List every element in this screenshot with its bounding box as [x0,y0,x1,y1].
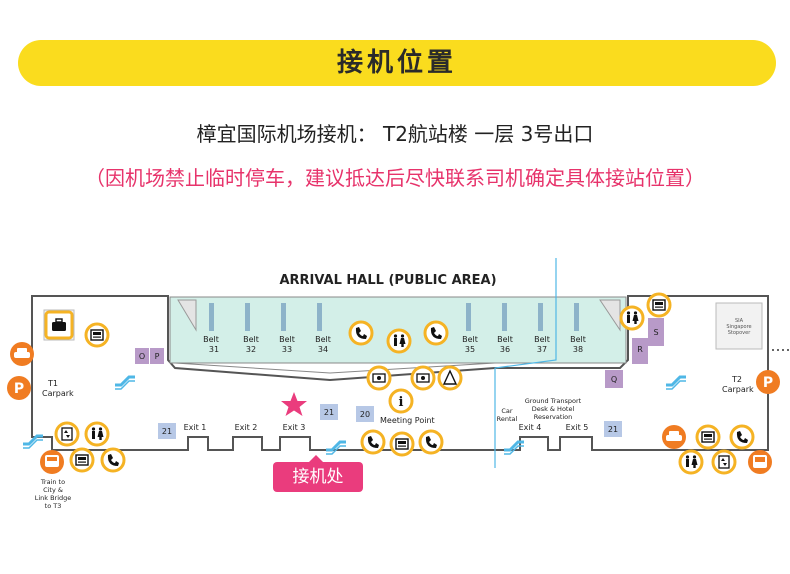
phone-icon [423,320,449,346]
svg-text:i: i [399,395,404,410]
exit-2-label: Exit 2 [235,423,258,432]
lift-icon [54,421,80,447]
toilet-icon [619,305,645,331]
belt-label: Belt [462,335,478,344]
t1-carpark-label: Carpark [42,389,74,398]
train-label: to T3 [45,502,62,510]
exit-1-label: Exit 1 [184,423,207,432]
train-icon [40,450,64,474]
information-icon: i [388,388,414,414]
counter-box [158,423,176,439]
atm-icon [646,292,672,318]
belt-number: 36 [500,345,510,354]
counter-box [604,421,622,437]
shop-q [605,370,623,388]
currency-exchange-icon [366,365,392,391]
train-label: Link Bridge [35,494,72,502]
belt-number: 33 [282,345,292,354]
hall-outline [31,295,769,451]
t2-carpark-label: T2 [731,375,742,384]
pickup-star-icon [281,392,307,416]
belt-number: 37 [537,345,547,354]
belt-number: 38 [573,345,583,354]
sia-label: Singapore [726,324,751,330]
warning-sign-icon [437,365,463,391]
ground-transport-label: Desk & Hotel [532,405,575,413]
sia-stopover-box [715,302,763,350]
belt-label: Belt [315,335,331,344]
belt-number: 31 [209,345,219,354]
counter-box [356,406,374,422]
train-label: City & [43,486,63,494]
toilet-icon [386,328,412,354]
luggage-icon [44,310,74,340]
atm-icon [84,322,110,348]
parking-icon: P [7,376,31,400]
sia-label: Stopover [728,330,751,336]
atm-icon [695,424,721,450]
belt-label: Belt [570,335,586,344]
shop-p-label: P [155,352,160,361]
shop-p [150,348,164,364]
terminal-divider-line [494,258,557,468]
meeting-point-label: Meeting Point [380,416,435,425]
currency-exchange-icon [410,365,436,391]
belt-bars [209,303,579,331]
belt-label: Belt [497,335,513,344]
ground-transport-label: Reservation [534,413,573,421]
shop-r-label: R [637,345,643,354]
belt-label: Belt [534,335,550,344]
shop-s [648,318,664,346]
phone-icon [360,429,386,455]
counter-number: 21 [324,408,334,417]
atm-icon [69,447,95,473]
exit-5-label: Exit 5 [566,423,589,432]
bus-icon [748,450,772,474]
parking-icon: P [756,370,780,394]
toilet-icon [678,449,704,475]
location-subtitle: 樟宜国际机场接机： T2航站楼 一层 3号出口 [196,122,594,146]
svg-text:P: P [14,381,24,397]
exit-4-label: Exit 4 [519,423,542,432]
shop-s-label: S [653,328,658,337]
taxi-icon [662,425,686,449]
arrival-hall-title: ARRIVAL HALL (PUBLIC AREA) [279,273,496,288]
exit-3-label: Exit 3 [283,423,306,432]
counter-number: 20 [360,410,370,419]
parking-notice: （因机场禁止临时停车，建议抵达后尽快联系司机确定具体接站位置） [85,166,705,190]
belt-label: Belt [279,335,295,344]
belt-label: Belt [203,335,219,344]
shop-o-label: O [139,352,145,361]
belt-number: 35 [465,345,475,354]
t2-carpark-label: Carpark [722,385,754,394]
ground-transport-label: Ground Transport [525,397,582,405]
title-banner: 接机位置 [18,40,776,86]
phone-icon [729,424,755,450]
lift-icon [711,449,737,475]
phone-icon [418,429,444,455]
belt-label: Belt [243,335,259,344]
page-title: 接机位置 [336,48,457,78]
car-rental-label: Car [501,407,513,415]
svg-text:P: P [763,375,773,391]
car-rental-label: Rental [497,415,518,423]
shop-r [632,338,648,364]
pickup-location-tag: 接机处 [273,455,363,492]
sia-label: SIA [735,318,744,324]
train-label: Train to [40,478,65,486]
shop-o [135,348,149,364]
t1-carpark-label: T1 [47,379,58,388]
taxi-icon [10,342,34,366]
toilet-icon [84,421,110,447]
counter-number: 21 [608,425,618,434]
belt-number: 34 [318,345,328,354]
counter-number: 21 [162,427,172,436]
phone-icon [348,320,374,346]
atm-icon [389,431,415,457]
belt-number: 32 [246,345,256,354]
counter-box [320,404,338,420]
shop-q-label: Q [611,375,617,384]
phone-icon [100,447,126,473]
